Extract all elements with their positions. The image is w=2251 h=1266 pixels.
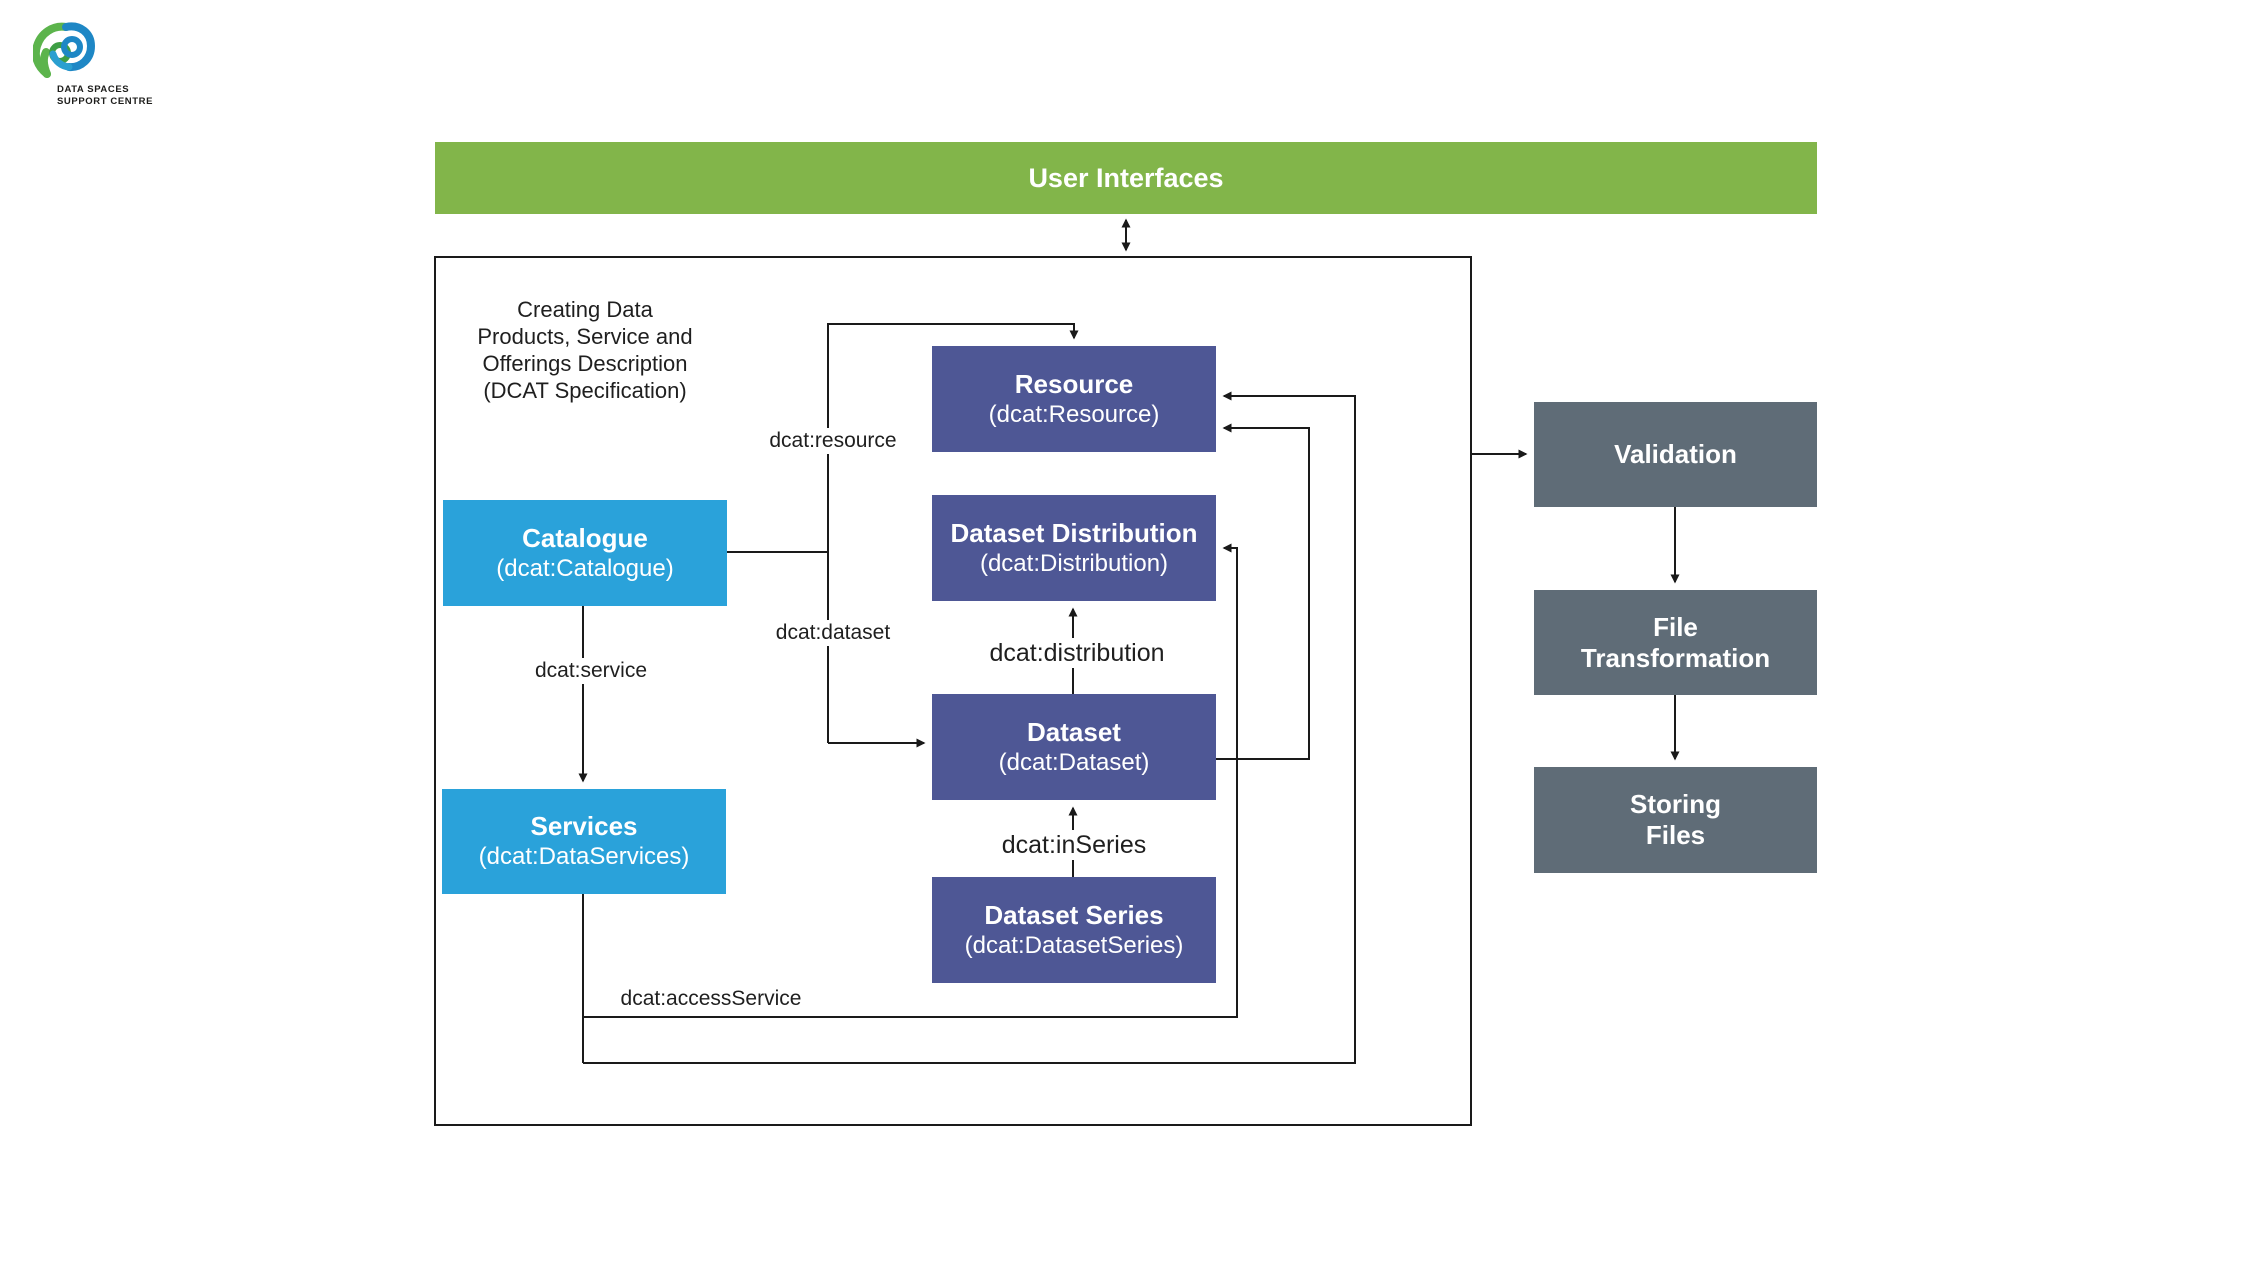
validation-title: Validation (1614, 439, 1737, 469)
edge-label-dcat-accessservice: dcat:accessService (612, 986, 810, 1012)
node-services: Services (dcat:DataServices) (442, 789, 726, 894)
container-note: Creating Data Products, Service and Offe… (445, 296, 725, 404)
node-file-transformation: File Transformation (1534, 590, 1817, 695)
resource-subtitle: (dcat:Resource) (988, 400, 1160, 428)
dssc-logo-icon (33, 22, 95, 78)
edge-label-dcat-dataset: dcat:dataset (762, 620, 904, 646)
resource-title: Resource (1014, 368, 1134, 399)
edge-services-resource (583, 391, 1356, 1064)
dataset-series-subtitle: (dcat:DatasetSeries) (964, 931, 1184, 959)
node-dataset-series: Dataset Series (dcat:DatasetSeries) (932, 877, 1216, 983)
edge-label-dcat-resource: dcat:resource (758, 428, 908, 454)
edge-label-dcat-service: dcat:service (522, 658, 660, 684)
catalogue-subtitle: (dcat:Catalogue) (496, 554, 674, 582)
edge-label-dcat-inseries: dcat:inSeries (988, 830, 1160, 860)
dataset-subtitle: (dcat:Dataset) (998, 748, 1150, 776)
node-dataset: Dataset (dcat:Dataset) (932, 694, 1216, 800)
user-interfaces-bar: User Interfaces (435, 142, 1817, 214)
node-storing-files: Storing Files (1534, 767, 1817, 873)
dcat-container-box (434, 256, 1472, 1126)
dssc-logo: DATA SPACES SUPPORT CENTRE (33, 16, 223, 108)
note-line1: Creating Data (517, 297, 653, 322)
node-resource: Resource (dcat:Resource) (932, 346, 1216, 452)
edge-dataset-resource (1216, 423, 1310, 760)
logo-text-line2: SUPPORT CENTRE (57, 96, 154, 107)
node-catalogue: Catalogue (dcat:Catalogue) (443, 500, 727, 606)
edge-trunk-resource (827, 323, 1079, 743)
catalogue-title: Catalogue (522, 522, 648, 553)
dataset-series-title: Dataset Series (984, 899, 1164, 930)
user-interfaces-label: User Interfaces (1028, 162, 1224, 193)
services-subtitle: (dcat:DataServices) (478, 843, 690, 870)
note-line3: Offerings Description (482, 351, 688, 376)
logo-text-line1: DATA SPACES (57, 84, 130, 95)
node-dataset-distribution: Dataset Distribution (dcat:Distribution) (932, 495, 1216, 601)
file-transformation-title: File Transformation (1580, 611, 1771, 673)
distribution-title: Dataset Distribution (950, 517, 1198, 548)
note-line4: (DCAT Specification) (483, 378, 687, 403)
edge-label-dcat-distribution: dcat:distribution (968, 638, 1186, 668)
services-title: Services (530, 811, 638, 841)
storing-files-title: Storing Files (1630, 789, 1721, 850)
node-validation: Validation (1534, 402, 1817, 507)
edge-accessservice-distribution (583, 543, 1238, 1018)
distribution-subtitle: (dcat:Distribution) (979, 549, 1169, 577)
dataset-title: Dataset (1027, 716, 1121, 747)
note-line2: Products, Service and (477, 324, 693, 349)
